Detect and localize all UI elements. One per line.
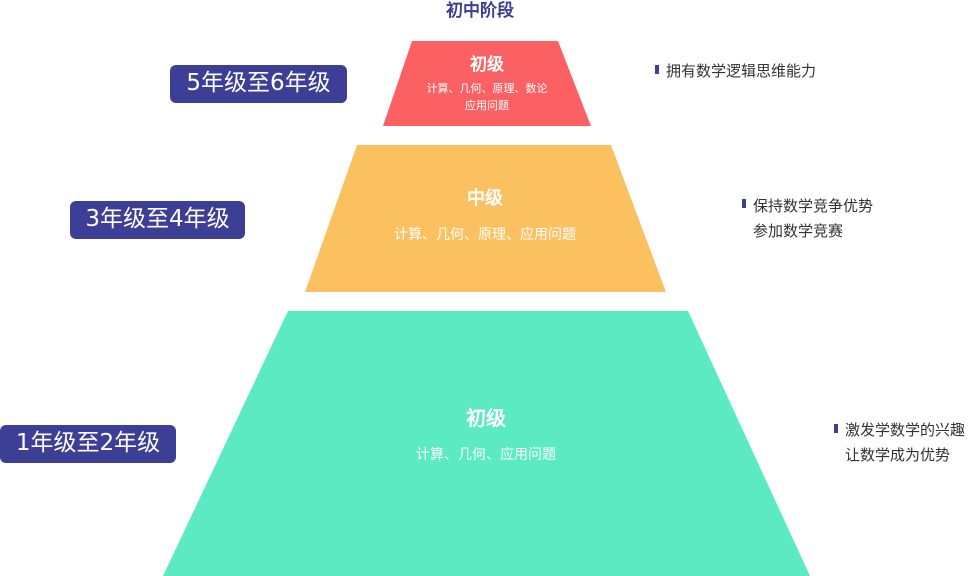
grade-badge-bottom: 1年级至2年级 (0, 425, 176, 463)
tier-top-name: 初级 (470, 55, 504, 75)
note-middle-line-1: 保持数学竞争优势 (753, 197, 874, 215)
note-middle-marker (742, 199, 746, 208)
note-bottom: 激发学数学的兴趣 让数学成为优势 (845, 418, 965, 468)
pyramid-tier-bottom (163, 311, 810, 576)
note-top: 拥有数学逻辑思维能力 (666, 59, 816, 84)
diagram-title-text: 初中阶段 (446, 1, 514, 21)
note-bottom-line-1: 激发学数学的兴趣 (845, 421, 966, 439)
tier-middle-desc-line-1: 计算、几何、原理、应用问题 (394, 227, 576, 243)
tier-middle-text: 中级 计算、几何、原理、应用问题 (335, 185, 635, 245)
grade-badge-top: 5年级至6年级 (170, 65, 347, 103)
note-middle: 保持数学竞争优势 参加数学竞赛 (753, 194, 873, 244)
tier-bottom-desc-line-1: 计算、几何、应用问题 (416, 447, 556, 463)
tier-middle-name: 中级 (467, 188, 503, 209)
tier-top-text: 初级 计算、几何、原理、数论 应用问题 (387, 52, 587, 114)
tier-top-desc-line-2: 应用问题 (465, 99, 509, 112)
tier-top-desc-line-1: 计算、几何、原理、数论 (426, 82, 548, 95)
tier-bottom-text: 初级 计算、几何、应用问题 (336, 403, 636, 465)
grade-badge-middle: 3年级至4年级 (70, 201, 245, 239)
note-top-marker (655, 65, 659, 74)
note-top-line-1: 拥有数学逻辑思维能力 (666, 62, 817, 80)
note-bottom-marker (834, 424, 838, 433)
pyramid-tier-top (383, 41, 591, 126)
pyramid-tier-middle (305, 145, 666, 292)
tier-bottom-name: 初级 (466, 406, 506, 430)
note-middle-line-2: 参加数学竞赛 (753, 222, 844, 240)
note-bottom-line-2: 让数学成为优势 (845, 446, 951, 464)
